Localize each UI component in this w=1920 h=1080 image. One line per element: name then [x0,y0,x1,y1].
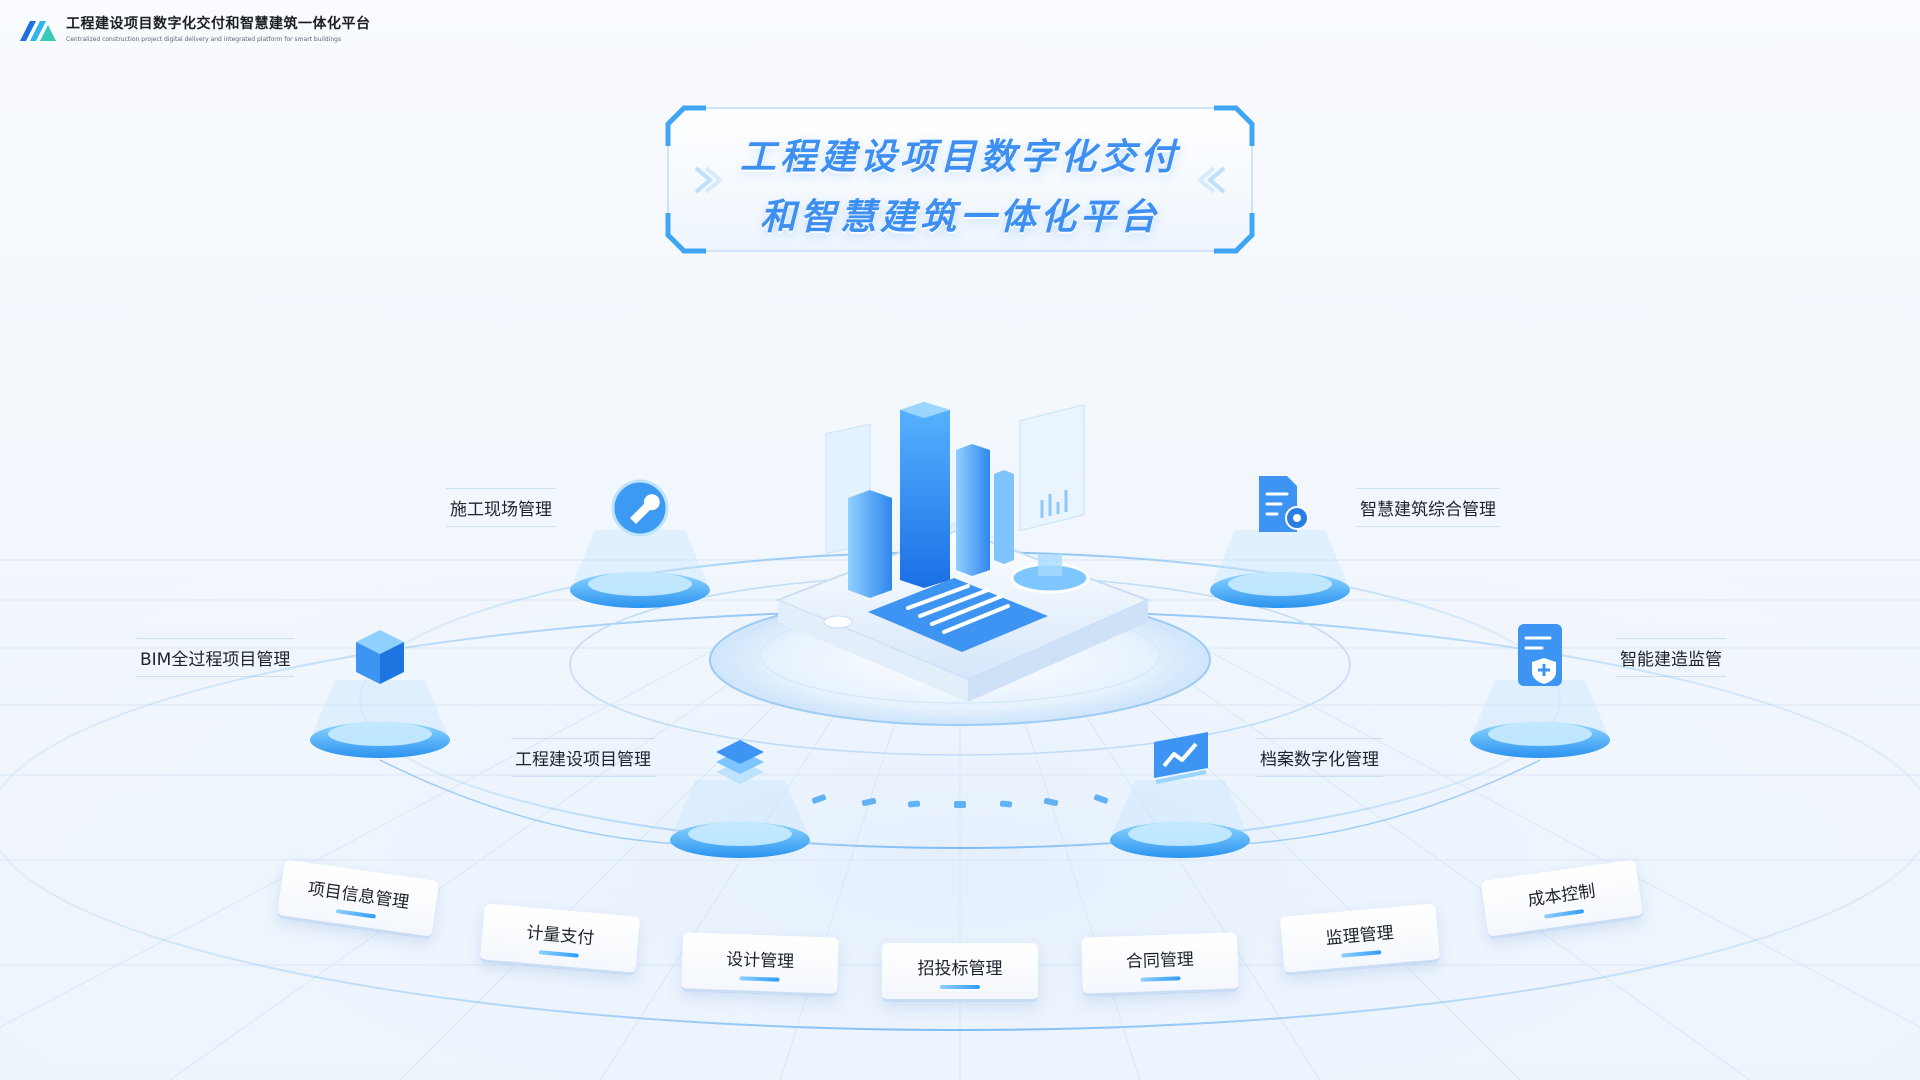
module-pedestal [670,780,810,858]
card-contract-management[interactable]: 合同管理 [1081,932,1239,996]
layers-icon [716,740,764,784]
module-archives[interactable] [1105,720,1255,870]
card-label: 设计管理 [725,949,795,972]
trend-chart-icon [1154,732,1208,784]
card-accent-bar [940,984,980,989]
app-title: 工程建设项目数字化交付和智慧建筑一体化平台 [66,16,371,32]
shield-document-icon [1518,624,1562,686]
module-bim[interactable] [305,620,455,770]
hero-title-board: 工程建设项目数字化交付 和智慧建筑一体化平台 [662,102,1258,257]
card-accent-bar [335,908,377,919]
module-intelligent-construction[interactable] [1465,620,1615,770]
card-label: 监理管理 [1324,922,1395,949]
card-label: 成本控制 [1526,880,1597,911]
tick-marks [811,794,1109,808]
module-pedestal [570,530,710,608]
card-label: 合同管理 [1125,949,1195,972]
module-label-bim: BIM全过程项目管理 [136,638,295,677]
cube-icon [356,630,404,684]
title-frame [665,105,1255,254]
wrench-icon [611,479,669,537]
module-pedestal [1110,780,1250,858]
card-accent-bar [1543,908,1585,919]
card-label: 计量支付 [525,922,596,949]
card-label: 项目信息管理 [306,878,411,913]
module-pedestal [310,680,450,758]
card-bidding-management[interactable]: 招投标管理 [882,943,1038,1001]
hero-title-line-2: 和智慧建筑一体化平台 [759,197,1160,238]
module-label-project-management: 工程建设项目管理 [511,738,655,777]
module-construction-site[interactable] [565,470,715,620]
module-label-smart-building: 智慧建筑综合管理 [1356,488,1500,527]
card-design-management[interactable]: 设计管理 [681,932,839,996]
city-buildings-icon [775,402,1151,702]
module-project-management[interactable] [665,720,815,870]
brand-header: 工程建设项目数字化交付和智慧建筑一体化平台 Centralized constr… [18,12,371,48]
module-label-intelligent-construction: 智能建造监管 [1616,638,1726,677]
card-accent-bar [739,975,780,982]
card-accent-bar [1341,949,1382,958]
card-label: 招投标管理 [917,958,1003,979]
module-pedestal [1470,680,1610,758]
module-smart-building[interactable] [1205,470,1355,620]
brand-logo-icon [20,21,56,41]
card-accent-bar [1140,975,1181,982]
module-pedestal [1210,530,1350,608]
hero-title-line-1: 工程建设项目数字化交付 [739,137,1180,178]
app-subtitle: Centralized construction project digital… [66,36,342,43]
module-label-construction-site: 施工现场管理 [446,488,556,527]
card-accent-bar [538,949,579,958]
module-label-archives: 档案数字化管理 [1256,738,1383,777]
document-gear-icon [1259,476,1309,532]
